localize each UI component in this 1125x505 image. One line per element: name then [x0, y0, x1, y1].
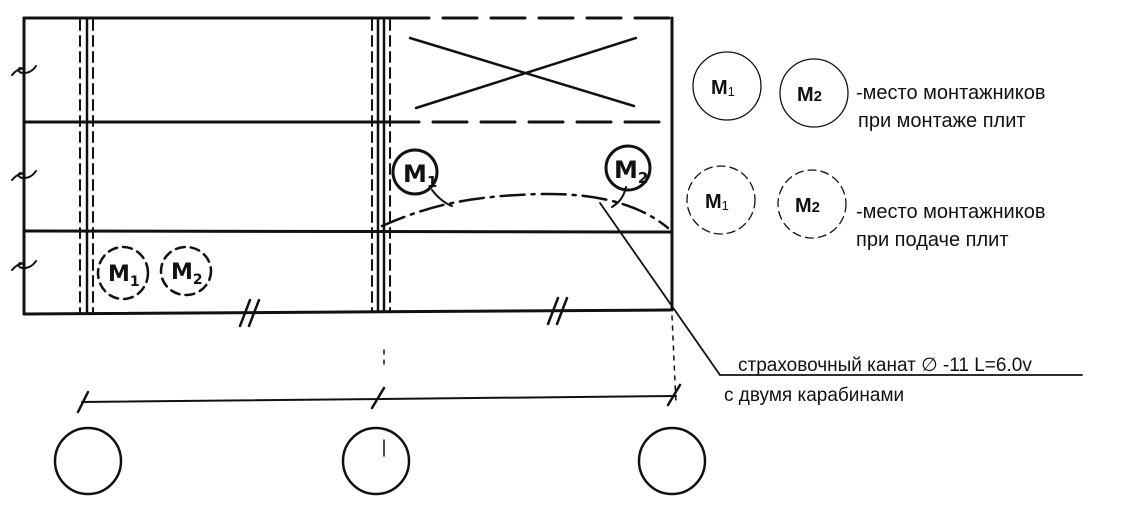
legend-m2-label-row2: М2	[795, 195, 820, 217]
axis-line-right	[671, 315, 677, 405]
break-marks-bottom	[238, 296, 569, 328]
legend-row1-line1: -место монтажников	[856, 82, 1045, 104]
axis-bubble-3	[637, 426, 707, 496]
plan-marker-m1-circle	[391, 148, 439, 196]
plan-marker-m2-label: М2	[614, 156, 648, 187]
break-marks-left	[11, 65, 37, 271]
dashed-marker-m1-circle	[96, 245, 150, 301]
dashed-marker-m2-circle	[159, 245, 213, 297]
legend-m2-circle-row2	[777, 169, 847, 239]
legend-m2-circle-row1	[779, 58, 849, 128]
legend-m1-circle-row1	[692, 51, 762, 121]
legend-row2-line2: при подаче плит	[856, 229, 1008, 251]
callout-line2: с двумя карабинами	[724, 385, 904, 406]
safety-rope	[380, 192, 670, 230]
axis-bubble-2	[341, 426, 411, 496]
axis-bubble-1	[53, 426, 123, 496]
plan-outline	[22, 16, 674, 316]
rope-tie-m1	[431, 189, 453, 207]
opening-cross	[408, 36, 638, 110]
legend-row1-line2: при монтаже плит	[858, 110, 1026, 132]
dashed-marker-m1-label: М1	[108, 262, 140, 290]
plan-marker-m2-circle	[604, 144, 652, 192]
column-left	[79, 18, 94, 314]
legend-m2-label-row1: М2	[797, 84, 822, 106]
dashed-marker-m2-label: М2	[171, 260, 203, 288]
column-middle	[371, 18, 391, 312]
callout-leader	[599, 202, 721, 376]
legend-m1-label-row1: М1	[711, 77, 735, 99]
legend-m1-circle-row2	[686, 165, 756, 235]
legend-row2-line1: -место монтажников	[856, 201, 1045, 223]
dimension-line	[76, 383, 682, 414]
slab-divisions	[22, 120, 674, 234]
legend-m1-label-row2: М1	[705, 191, 729, 213]
callout-line1: страховочный канат ∅ -11 L=6.0v	[738, 355, 1032, 376]
plan-marker-m1-label: М1	[403, 160, 437, 191]
